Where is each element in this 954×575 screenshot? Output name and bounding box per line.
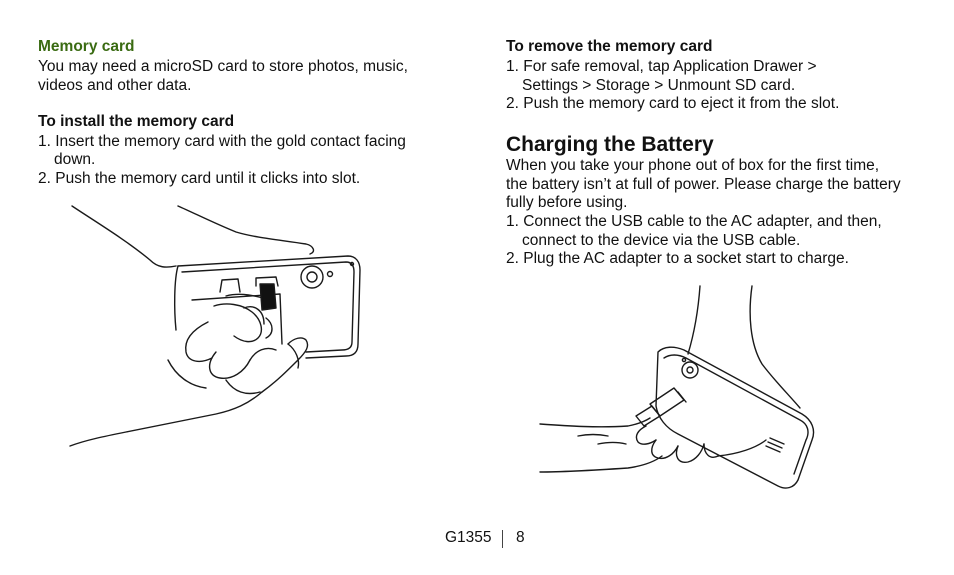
install-step-1-line-1: 1. Insert the memory card with the gold …: [38, 133, 406, 150]
charging-intro-line-1: When you take your phone out of box for …: [506, 157, 880, 174]
remove-step-2: 2. Push the memory card to eject it from…: [506, 95, 840, 112]
install-step-1-line-2: down.: [54, 151, 96, 168]
model-number: G1355: [445, 529, 492, 546]
charging-intro-line-2: the battery isn’t at full of power. Plea…: [506, 176, 901, 193]
insert-memory-card-illustration: [69, 205, 361, 447]
charging-phone-illustration: [539, 285, 815, 489]
charging-heading: Charging the Battery: [506, 133, 714, 156]
charging-step-1-line-1: 1. Connect the USB cable to the AC adapt…: [506, 213, 882, 230]
page-footer: G1355 8: [0, 529, 954, 549]
remove-step-1-line-1: 1. For safe removal, tap Application Dra…: [506, 58, 817, 75]
memory-card-intro-line-2: videos and other data.: [38, 77, 192, 94]
remove-heading: To remove the memory card: [506, 38, 713, 55]
charging-step-1-line-2: connect to the device via the USB cable.: [522, 232, 801, 249]
memory-card-heading: Memory card: [38, 38, 135, 55]
install-step-2: 2. Push the memory card until it clicks …: [38, 170, 361, 187]
charging-step-2: 2. Plug the AC adapter to a socket start…: [506, 250, 849, 267]
footer-separator: [502, 530, 503, 548]
memory-card-intro-line-1: You may need a microSD card to store pho…: [38, 58, 408, 75]
page-number: 8: [516, 529, 525, 546]
remove-step-1-line-2: Settings > Storage > Unmount SD card.: [522, 77, 796, 94]
install-heading: To install the memory card: [38, 113, 235, 130]
charging-intro-line-3: fully before using.: [506, 194, 628, 211]
